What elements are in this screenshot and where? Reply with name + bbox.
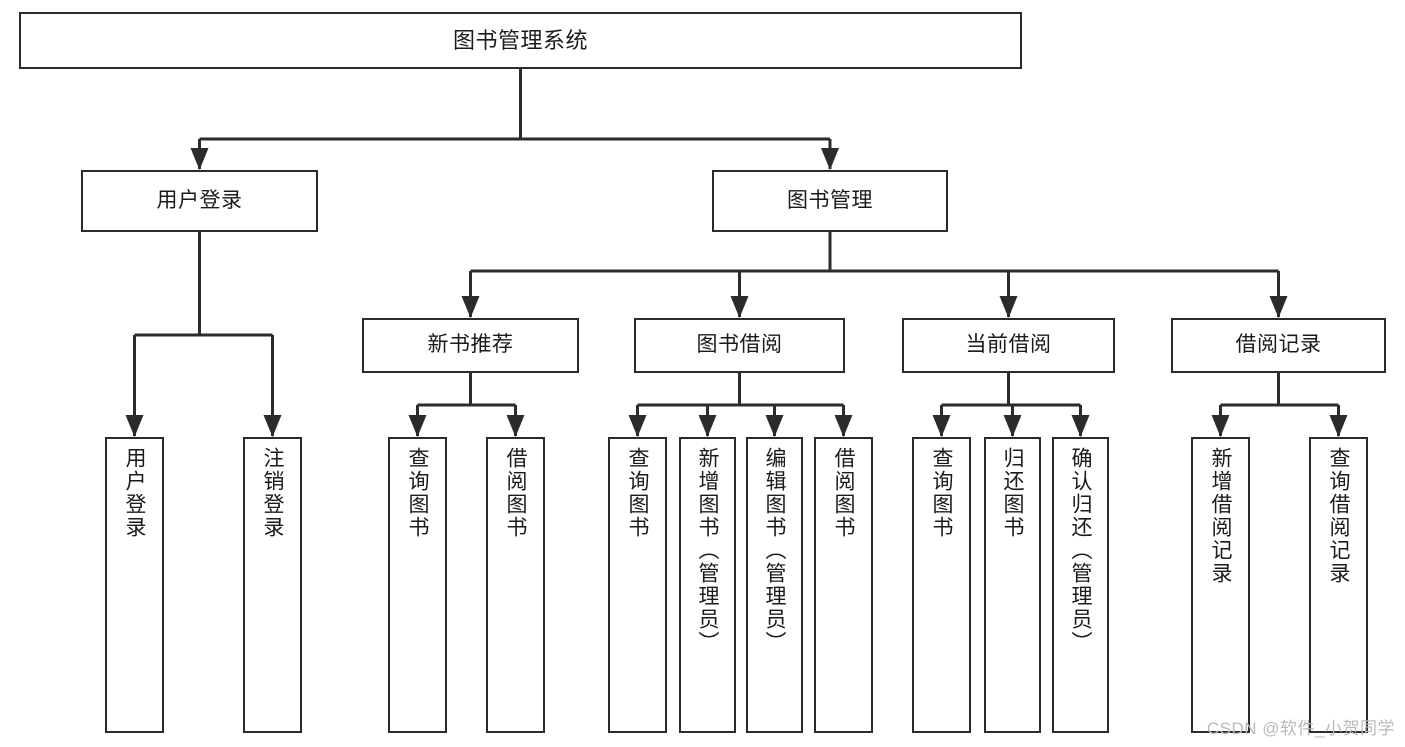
arrow-head-icon — [506, 415, 525, 437]
arrow-head-icon — [461, 296, 480, 318]
arrow-head-icon — [730, 296, 749, 318]
node-borrow-record[interactable]: 借阅记录 — [1171, 318, 1386, 373]
arrow-head-icon — [628, 415, 647, 437]
node-label: 用户登录 — [123, 447, 146, 539]
node-book-borrow[interactable]: 图书借阅 — [634, 318, 845, 373]
node-leaf-add-record[interactable]: 新增借阅记录 — [1191, 437, 1250, 733]
node-leaf-query-record[interactable]: 查询借阅记录 — [1309, 437, 1368, 733]
arrow-head-icon — [125, 415, 144, 437]
node-label: 归还图书 — [1001, 447, 1024, 539]
arrow-head-icon — [765, 415, 784, 437]
node-leaf-add-book[interactable]: 新增图书（管理员） — [679, 437, 736, 733]
node-label: 当前借阅 — [965, 333, 1052, 357]
node-label: 查询图书 — [930, 447, 953, 539]
arrow-head-icon — [190, 148, 209, 170]
arrow-head-icon — [1071, 415, 1090, 437]
arrow-head-icon — [1003, 415, 1022, 437]
node-label: 借阅图书 — [832, 447, 855, 539]
node-user-login[interactable]: 用户登录 — [81, 170, 318, 232]
node-label: 新增借阅记录 — [1209, 447, 1232, 585]
node-label: 借阅图书 — [504, 447, 527, 539]
arrow-head-icon — [999, 296, 1018, 318]
node-label: 新书推荐 — [427, 333, 514, 357]
node-leaf-borrow-book-rec[interactable]: 借阅图书 — [486, 437, 545, 733]
node-book-manage[interactable]: 图书管理 — [712, 170, 948, 232]
node-label: 新增图书（管理员） — [696, 447, 719, 654]
arrow-head-icon — [263, 415, 282, 437]
node-leaf-query-book-rec[interactable]: 查询图书 — [388, 437, 447, 733]
node-leaf-query-book-cur[interactable]: 查询图书 — [912, 437, 971, 733]
arrow-head-icon — [834, 415, 853, 437]
node-leaf-user-login[interactable]: 用户登录 — [105, 437, 164, 733]
node-label: 用户登录 — [156, 188, 243, 212]
node-label: 编辑图书（管理员） — [763, 447, 786, 654]
node-label: 注销登录 — [261, 447, 284, 539]
node-label: 查询图书 — [626, 447, 649, 539]
node-current-borrow[interactable]: 当前借阅 — [902, 318, 1115, 373]
node-label: 图书借阅 — [696, 333, 783, 357]
node-label: 借阅记录 — [1235, 333, 1322, 357]
node-leaf-confirm-return[interactable]: 确认归还（管理员） — [1052, 437, 1109, 733]
arrow-head-icon — [1211, 415, 1230, 437]
arrow-head-icon — [821, 148, 839, 170]
arrow-head-icon — [408, 415, 427, 437]
node-leaf-edit-book[interactable]: 编辑图书（管理员） — [746, 437, 803, 733]
node-root[interactable]: 图书管理系统 — [19, 12, 1022, 69]
node-label: 图书管理 — [787, 188, 873, 212]
node-leaf-return-book[interactable]: 归还图书 — [984, 437, 1041, 733]
node-label: 图书管理系统 — [452, 27, 588, 53]
node-leaf-borrow-book[interactable]: 借阅图书 — [814, 437, 873, 733]
node-new-book-rec[interactable]: 新书推荐 — [362, 318, 579, 373]
arrow-head-icon — [1269, 296, 1288, 318]
arrow-head-icon — [1329, 415, 1348, 437]
node-leaf-logout[interactable]: 注销登录 — [243, 437, 302, 733]
node-leaf-query-book-borrow[interactable]: 查询图书 — [608, 437, 667, 733]
node-label: 确认归还（管理员） — [1069, 447, 1092, 654]
arrow-head-icon — [698, 415, 717, 437]
node-label: 查询借阅记录 — [1327, 447, 1350, 585]
arrow-head-icon — [932, 415, 951, 437]
node-label: 查询图书 — [406, 447, 429, 539]
